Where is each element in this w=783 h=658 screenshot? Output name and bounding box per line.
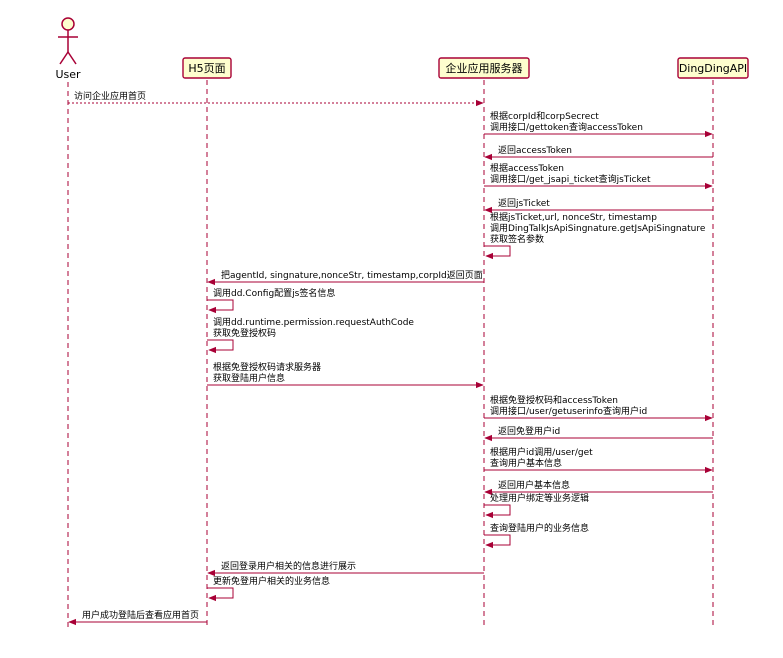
message-label: 查询用户基本信息: [490, 457, 562, 469]
message-17: 返回登录用户相关的信息进行展示: [207, 560, 484, 577]
message-label: 访问企业应用首页: [74, 90, 146, 102]
message-label: 调用接口/user/getuserinfo查询用户id: [490, 405, 647, 417]
message-label: 根据用户id调用/user/get: [490, 446, 593, 458]
message-label: 返回用户基本信息: [498, 479, 570, 491]
message-label: 根据免登授权码和accessToken: [490, 394, 618, 406]
self-message-arrow: [207, 299, 234, 314]
message-label: 查询登陆用户的业务信息: [490, 522, 589, 534]
message-label: 调用dd.runtime.permission.requestAuthCode: [213, 317, 414, 328]
message-label: 获取签名参数: [490, 233, 544, 245]
message-label: 根据accessToken: [490, 162, 564, 174]
message-7: 把agentId, singnature,nonceStr, timestamp…: [207, 269, 484, 286]
message-label: 调用dd.Config配置js签名信息: [213, 287, 335, 299]
self-message-arrow: [484, 245, 511, 260]
message-6: 根据jsTicket,url, nonceStr, timestamp调用Din…: [484, 211, 706, 260]
message-19: 用户成功登陆后查看应用首页: [68, 609, 207, 626]
participant-label: User: [55, 68, 81, 81]
message-label: 返回jsTicket: [498, 197, 550, 209]
participant-box: [182, 57, 232, 79]
message-label: 把agentId, singnature,nonceStr, timestamp…: [221, 269, 483, 281]
message-2: 根据corpId和corpSecrect调用接口/gettoken查询acces…: [484, 110, 713, 138]
self-message-arrow: [484, 534, 511, 549]
message-label: 返回免登用户id: [498, 425, 560, 437]
message-5: 返回jsTicket: [484, 197, 713, 214]
message-label: 处理用户绑定等业务逻辑: [490, 492, 589, 504]
participant-server: 企业应用服务器: [438, 57, 530, 79]
message-label: 获取免登授权码: [213, 327, 276, 339]
message-label: 根据jsTicket,url, nonceStr, timestamp: [490, 211, 657, 223]
message-label: 获取登陆用户信息: [213, 372, 285, 384]
message-label: 更新免登用户相关的业务信息: [213, 575, 330, 587]
message-1: 访问企业应用首页: [68, 90, 484, 107]
message-14: 返回用户基本信息: [484, 479, 713, 496]
participant-label: 企业应用服务器: [446, 61, 523, 75]
message-label: 用户成功登陆后查看应用首页: [82, 609, 199, 621]
message-label: 调用接口/gettoken查询accessToken: [490, 121, 643, 133]
participant-label: H5页面: [188, 62, 225, 75]
message-12: 返回免登用户id: [484, 425, 713, 442]
message-label: 调用接口/get_jsapi_ticket查询jsTicket: [490, 173, 651, 185]
message-4: 根据accessToken调用接口/get_jsapi_ticket查询jsTi…: [484, 162, 713, 190]
participant-api: DingDingAPI: [677, 57, 749, 79]
participant-label: DingDingAPI: [679, 62, 747, 75]
actor-figure-icon: [58, 17, 78, 65]
message-label: 返回accessToken: [498, 144, 572, 156]
message-18: 更新免登用户相关的业务信息: [207, 575, 330, 602]
self-message-arrow: [484, 504, 511, 519]
participant-box: [677, 57, 749, 79]
self-message-arrow: [207, 587, 234, 602]
message-3: 返回accessToken: [484, 144, 713, 161]
participant-box: [438, 57, 530, 79]
message-16: 查询登陆用户的业务信息: [484, 522, 589, 549]
participant-h5: H5页面: [182, 57, 232, 79]
message-label: 根据免登授权码请求服务器: [213, 361, 321, 373]
message-9: 调用dd.runtime.permission.requestAuthCode获…: [207, 317, 414, 354]
message-11: 根据免登授权码和accessToken调用接口/user/getuserinfo…: [484, 394, 713, 422]
participant-user: User: [55, 17, 81, 81]
message-label: 返回登录用户相关的信息进行展示: [221, 560, 356, 572]
message-label: 调用DingTalkJsApiSingnature.getJsApiSingna…: [490, 223, 706, 234]
message-label: 根据corpId和corpSecrect: [490, 110, 599, 122]
message-15: 处理用户绑定等业务逻辑: [484, 492, 589, 519]
message-8: 调用dd.Config配置js签名信息: [207, 287, 335, 314]
self-message-arrow: [207, 339, 234, 354]
